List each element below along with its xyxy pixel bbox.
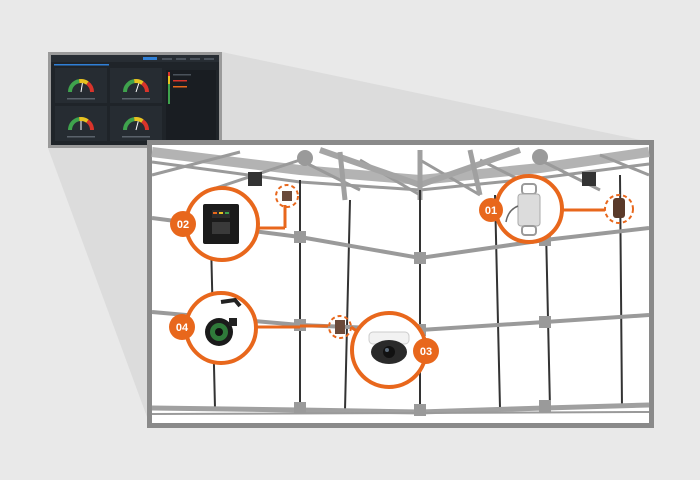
callout-02-group[interactable]: 02 bbox=[170, 184, 299, 262]
gauge-needle bbox=[135, 83, 140, 93]
dome-camera-image bbox=[368, 331, 410, 364]
gauge-panel bbox=[110, 68, 162, 103]
gauge-caption bbox=[122, 136, 150, 138]
gauge-caption bbox=[67, 136, 95, 138]
dashboard-progress-bar bbox=[54, 64, 109, 66]
gauge-arc bbox=[123, 117, 135, 131]
gauge-arc bbox=[68, 79, 80, 93]
gauge-panel bbox=[110, 106, 162, 141]
callout-01-group[interactable]: 01 bbox=[479, 174, 634, 244]
gauge-arc bbox=[141, 119, 149, 131]
gauge-arc bbox=[78, 117, 89, 123]
gauge-needle bbox=[135, 121, 139, 131]
connector-plug-image bbox=[205, 297, 242, 346]
callout-03-group[interactable]: 03 bbox=[300, 311, 439, 389]
callout-04-number: 04 bbox=[176, 322, 189, 334]
load-cell-sensor-marker[interactable] bbox=[604, 194, 634, 224]
gauge-arc bbox=[133, 117, 144, 123]
gauge-arc bbox=[133, 79, 144, 85]
dashboard-thumbnail[interactable] bbox=[48, 52, 222, 148]
controller-box-image bbox=[203, 204, 239, 244]
gauge-needle bbox=[80, 83, 83, 93]
truss-structure bbox=[151, 147, 650, 416]
gauge-arc bbox=[141, 81, 149, 93]
gauge-arc bbox=[68, 117, 80, 131]
gauge-arc bbox=[86, 81, 94, 93]
callout-03-number: 03 bbox=[420, 346, 432, 358]
gauge-arc bbox=[123, 79, 135, 93]
load-cell-sensor-image bbox=[505, 183, 541, 236]
gauge-caption bbox=[67, 98, 95, 100]
controller-box-marker[interactable] bbox=[275, 184, 299, 208]
callout-01-number: 01 bbox=[485, 205, 497, 217]
callout-02-number: 02 bbox=[177, 219, 189, 231]
gauge-caption bbox=[122, 98, 150, 100]
gauge-arc bbox=[78, 79, 89, 85]
gauge-panel bbox=[55, 68, 107, 103]
callout-04-group[interactable]: 04 bbox=[169, 291, 300, 365]
gauge-arc bbox=[86, 119, 94, 131]
